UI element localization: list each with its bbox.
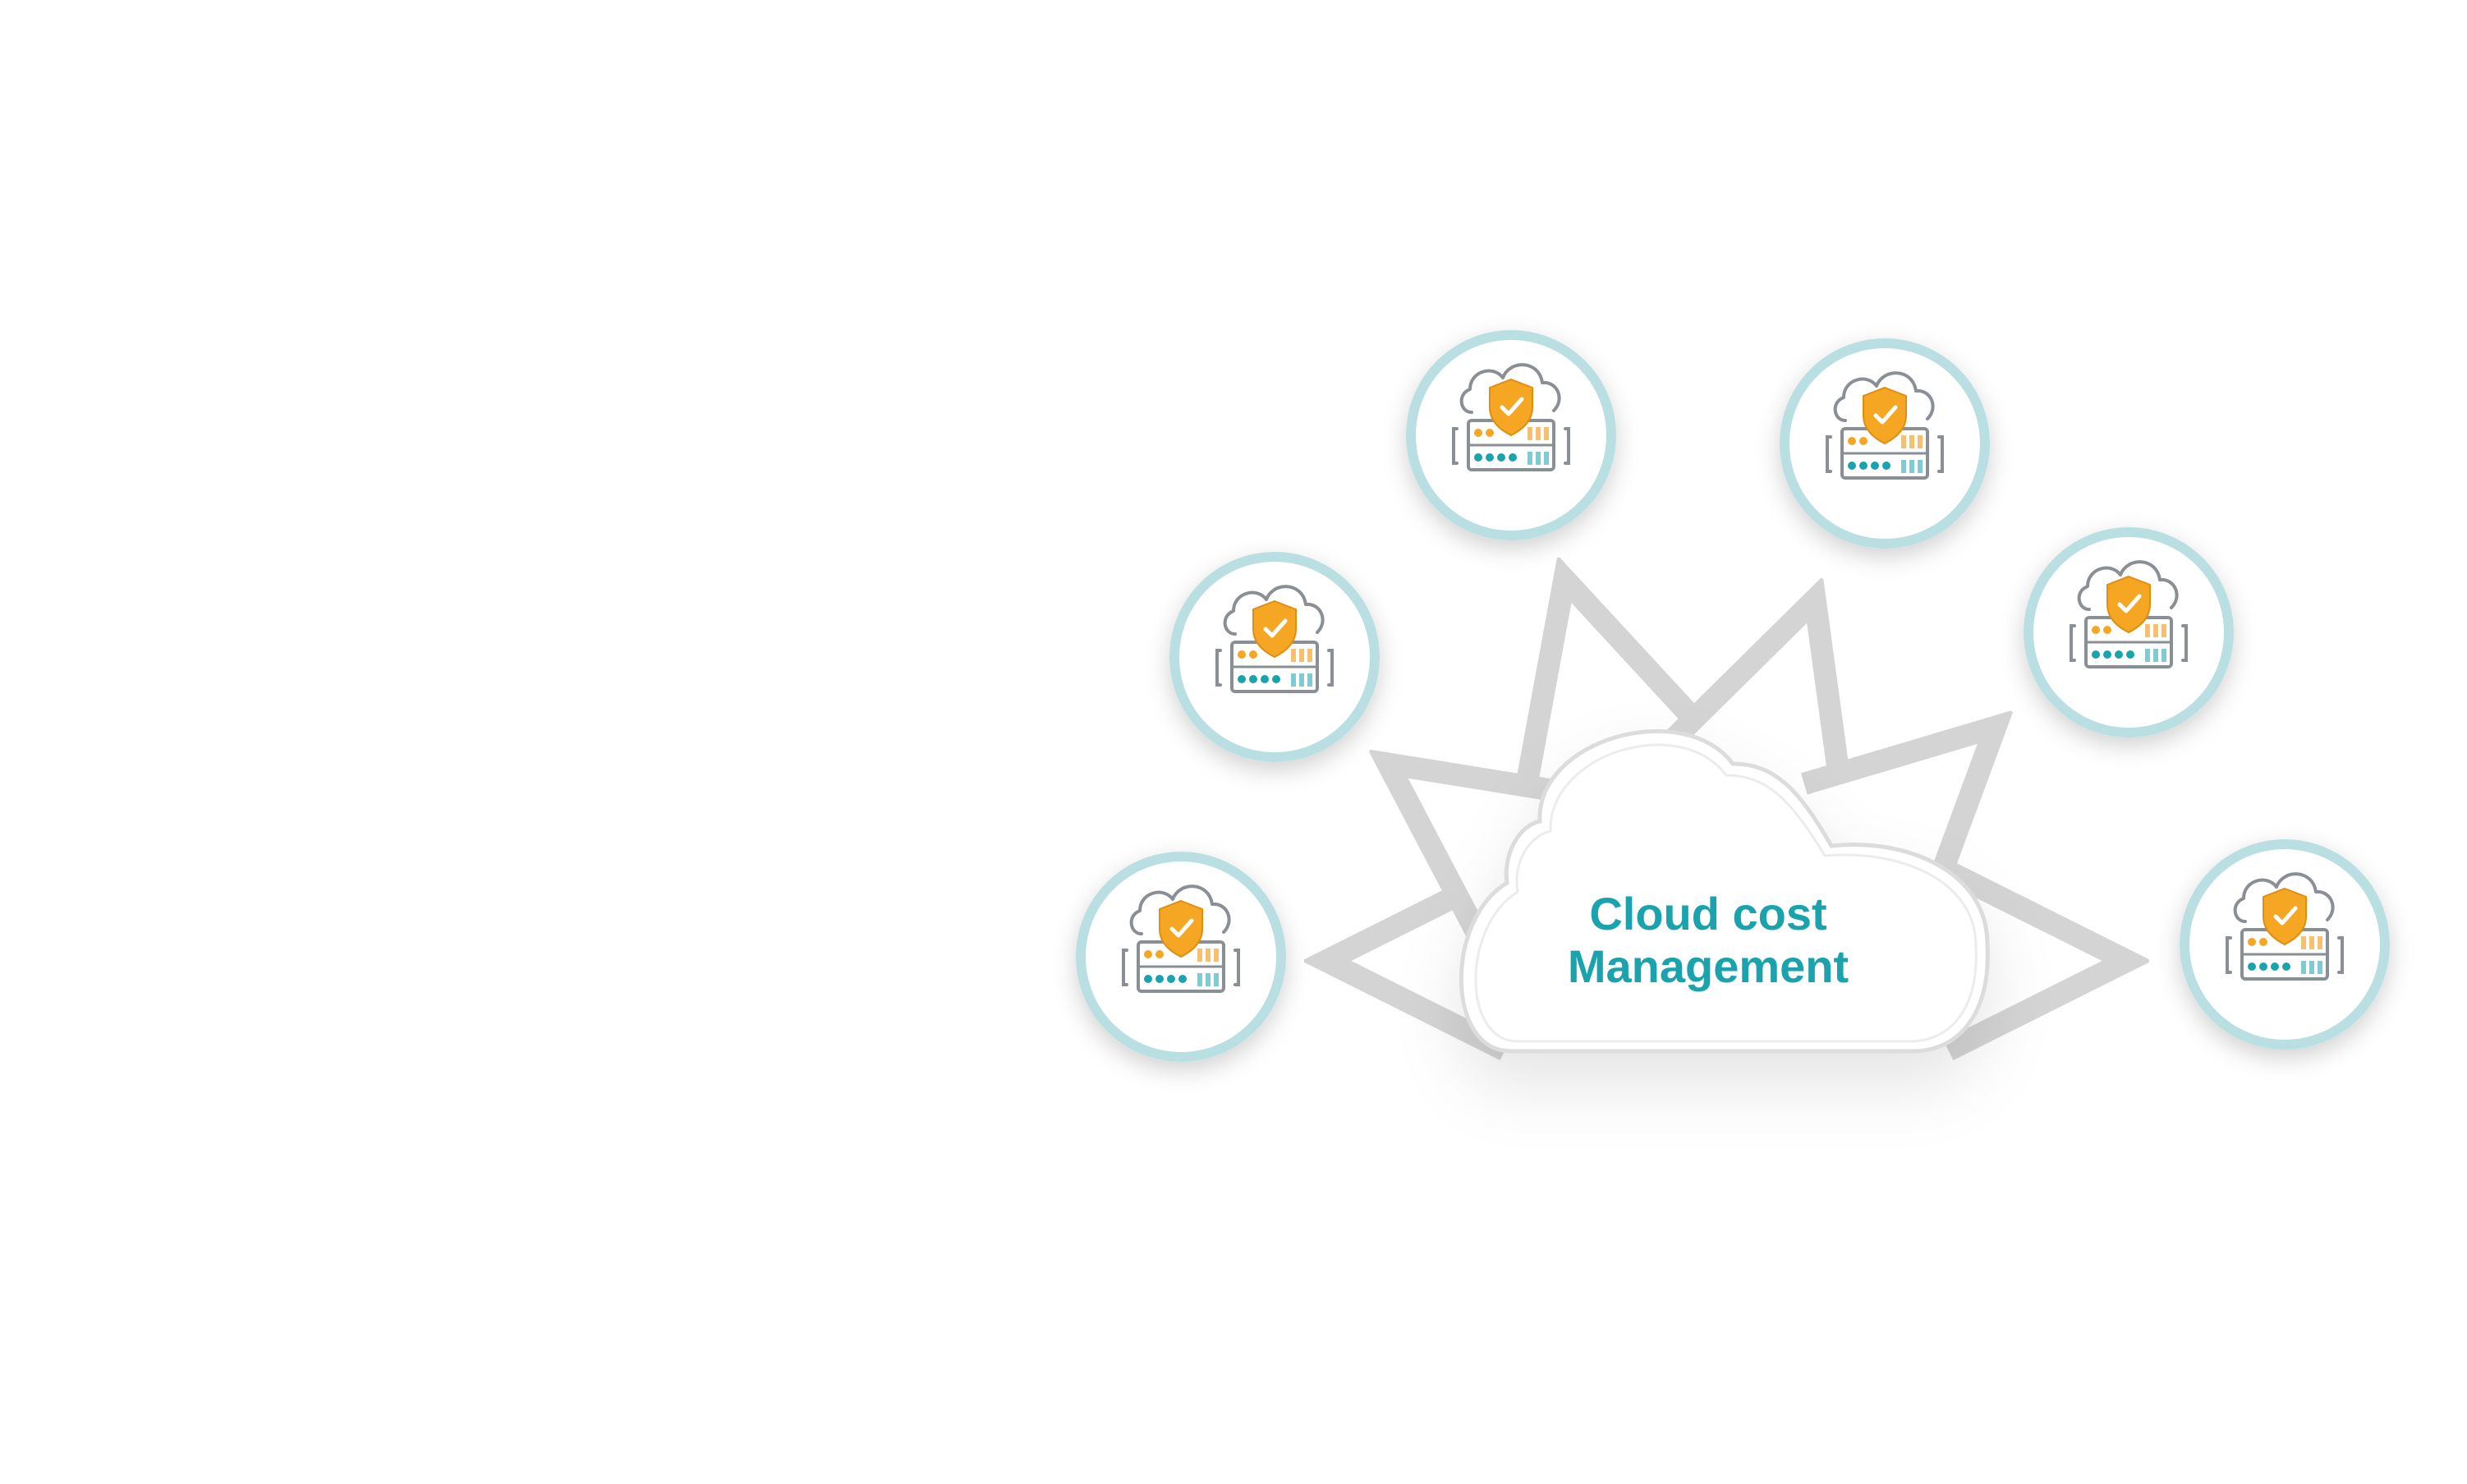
node-left-middle — [1169, 552, 1380, 762]
arrow-up-left — [1564, 579, 1610, 735]
arrow-left-up — [1388, 764, 1519, 858]
cloud-inner-outline — [1474, 743, 1978, 1043]
arrow-right-up — [1864, 727, 1996, 850]
node-left-bottom — [1076, 852, 1286, 1062]
node-top-right — [1780, 338, 1990, 549]
cloud-shape — [1459, 728, 1990, 1054]
connector-arrows — [1326, 579, 2127, 961]
node-top-left — [1406, 330, 1616, 540]
arrow-up-right — [1749, 600, 1815, 793]
node-right-bottom — [2180, 839, 2390, 1050]
central-cloud — [1459, 728, 1990, 1054]
node-right-middle — [2024, 527, 2234, 737]
